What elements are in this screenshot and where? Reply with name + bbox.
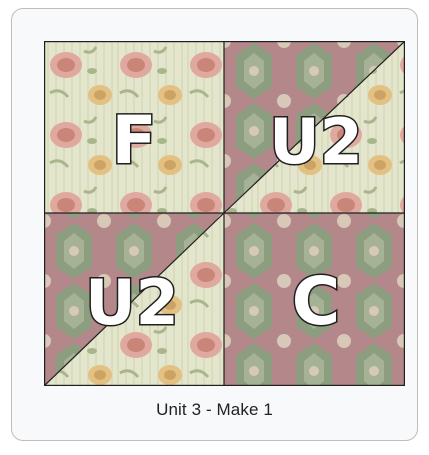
label-bottom-left: U2 xyxy=(85,266,178,339)
quilt-block-diagram: F U2 U2 C xyxy=(44,41,405,386)
label-bottom-right: C xyxy=(292,263,340,340)
unit-caption: Unit 3 - Make 1 xyxy=(11,400,418,420)
label-top-left: F xyxy=(111,102,156,179)
quilt-block: F U2 U2 C xyxy=(44,41,405,386)
label-top-right: U2 xyxy=(269,105,362,178)
